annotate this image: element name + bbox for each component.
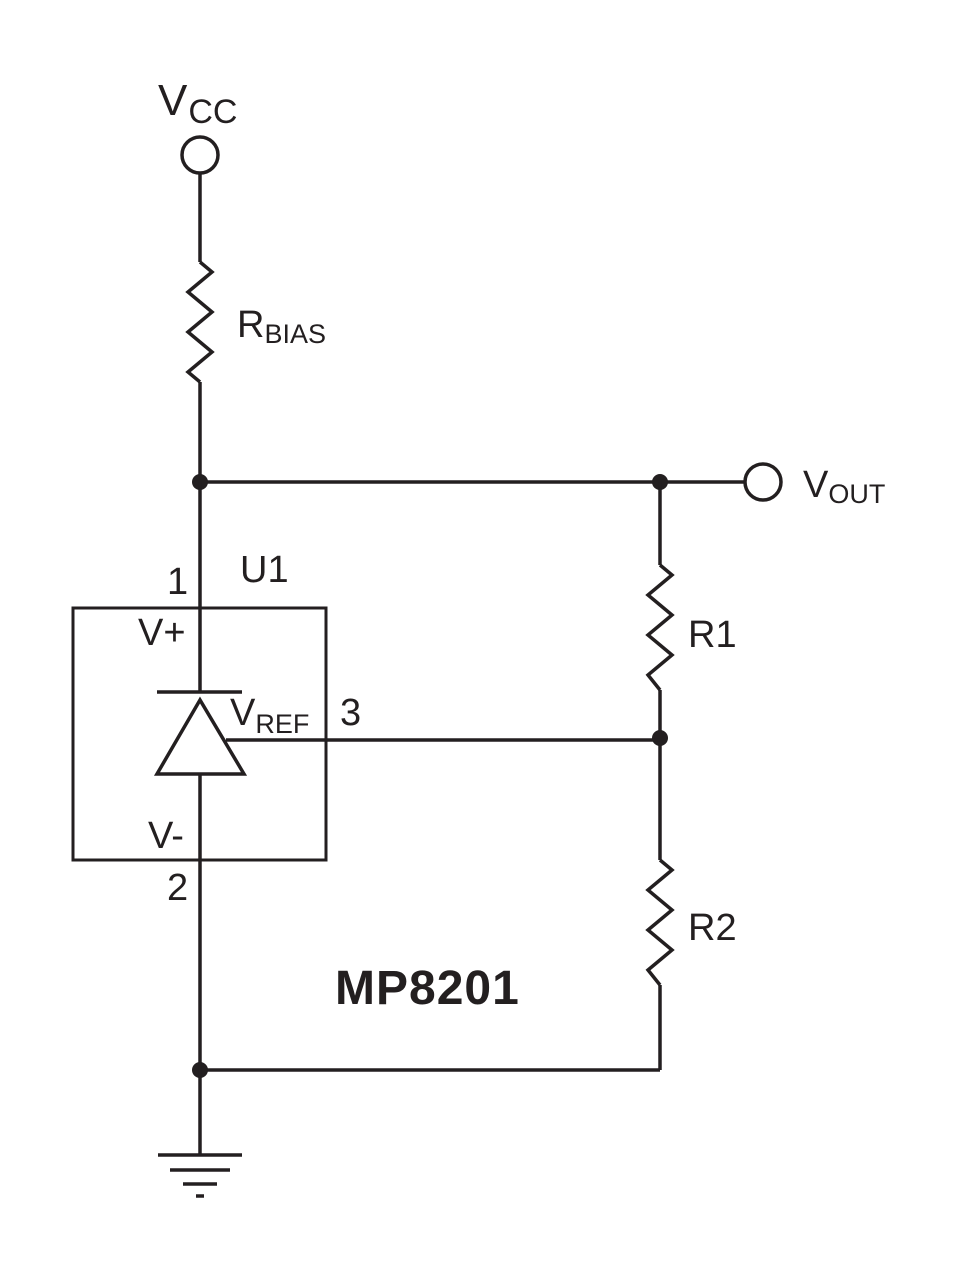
- vminus-label: V-: [148, 815, 184, 857]
- r1-label: R1: [688, 614, 737, 656]
- junction-vref: [652, 730, 668, 746]
- r2-resistor: [645, 858, 675, 987]
- pin3-label: 3: [340, 692, 361, 734]
- part-number-label: MP8201: [335, 962, 520, 1015]
- rbias-label: RBIAS: [237, 304, 326, 349]
- vplus-label: V+: [138, 612, 186, 654]
- r1-resistor: [645, 563, 675, 692]
- pin1-label: 1: [167, 561, 188, 603]
- vref-label: VREF: [230, 692, 309, 739]
- vout-terminal: [743, 462, 783, 502]
- u1-label: U1: [240, 549, 289, 591]
- vcc-label: VCC: [158, 76, 237, 131]
- r2-label: R2: [688, 907, 737, 949]
- vout-label: VOUT: [803, 464, 885, 509]
- pin2-label: 2: [167, 867, 188, 909]
- vcc-terminal: [180, 135, 220, 175]
- rbias-resistor: [185, 260, 215, 384]
